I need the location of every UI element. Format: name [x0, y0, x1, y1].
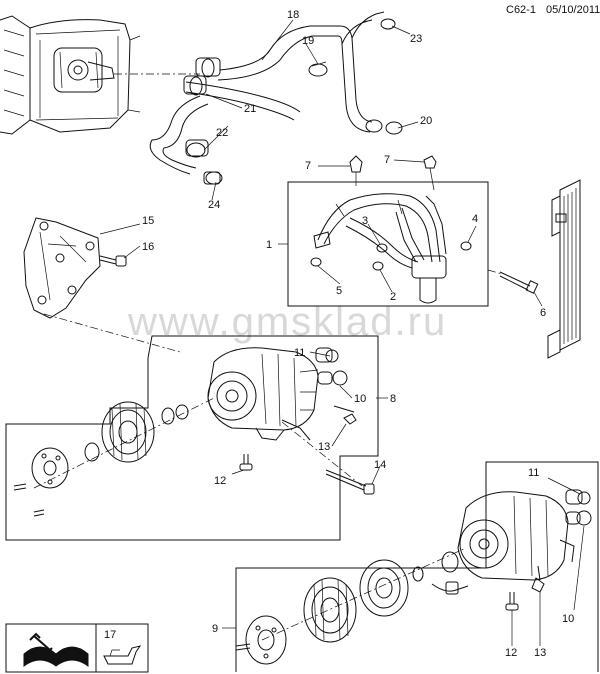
seal-4	[460, 241, 472, 251]
heater-hose-assembly	[149, 11, 385, 185]
callout-22: 22	[216, 127, 228, 139]
oil-can-icon	[103, 645, 142, 665]
callout-18: 18	[287, 9, 299, 21]
callout-10a: 10	[354, 393, 366, 405]
callout-21: 21	[244, 103, 256, 115]
diagram-date: 05/10/2011	[546, 4, 600, 16]
callout-19: 19	[302, 35, 314, 47]
hvac-module-housing	[0, 15, 141, 135]
callout-7b: 7	[384, 154, 390, 166]
seal-2	[372, 261, 384, 271]
clutch-assembly-lower	[235, 551, 469, 665]
callout-15: 15	[142, 215, 154, 227]
callout-9: 9	[212, 623, 218, 635]
callout-1: 1	[266, 239, 272, 251]
callout-14: 14	[374, 459, 386, 471]
seal-11a	[325, 349, 339, 363]
seal-10b	[576, 510, 592, 526]
bolt-7a	[349, 155, 363, 173]
book-wrench-icon	[23, 632, 89, 667]
clamp-24	[205, 171, 223, 185]
seal-5	[310, 257, 322, 267]
bolt-14	[325, 469, 375, 495]
callout-10b: 10	[562, 613, 574, 625]
callout-7a: 7	[305, 160, 311, 172]
callout-6: 6	[540, 307, 546, 319]
callout-4: 4	[472, 213, 478, 225]
hose-clamps	[186, 18, 403, 185]
bolt-12b	[505, 592, 519, 611]
compressor-lower	[457, 489, 592, 581]
seal-10a	[332, 370, 348, 386]
callout-2: 2	[390, 291, 396, 303]
pulley-lower	[303, 577, 357, 643]
callout-24: 24	[208, 199, 220, 211]
clutch-plate-lower	[245, 615, 287, 665]
compressor-upper	[207, 347, 348, 441]
bolt-16	[99, 255, 127, 267]
callout-17: 17	[104, 629, 116, 641]
clamp-20	[385, 121, 403, 135]
clamp-19	[308, 63, 328, 77]
bolt-6	[499, 271, 531, 291]
callout-labels: 18 19 23 20 21 22 24 7 7 1 3 4 5 2 6 15 …	[104, 9, 574, 659]
compressor-bracket	[23, 217, 101, 319]
condenser	[547, 179, 581, 359]
seal-11b	[577, 491, 591, 505]
ac-line-assembly	[310, 193, 472, 304]
callout-12a: 12	[214, 475, 226, 487]
legend-box	[5, 623, 149, 673]
clamp-22	[186, 142, 206, 158]
callout-11b: 11	[528, 467, 539, 479]
callout-5: 5	[336, 285, 342, 297]
clutch-plate-upper	[31, 447, 69, 489]
clutch-assembly-upper	[13, 401, 189, 517]
callout-23: 23	[410, 33, 422, 45]
callout-16: 16	[142, 241, 154, 253]
compressor-group-frame	[5, 335, 379, 541]
pulley-upper	[101, 401, 155, 463]
callout-13a: 13	[318, 441, 330, 453]
callout-12b: 12	[505, 647, 517, 659]
callout-11a: 11	[294, 347, 305, 359]
seal-3	[376, 243, 388, 253]
leader-lines	[99, 19, 585, 646]
callout-3: 3	[362, 215, 368, 227]
coil-lower	[359, 559, 409, 617]
clamp-23	[380, 18, 396, 30]
bolt-12a	[239, 454, 253, 471]
snap-ring-upper	[161, 407, 175, 425]
callout-20: 20	[420, 115, 432, 127]
compressor-lower-frame	[235, 461, 599, 672]
ac-line-group-frame	[287, 181, 489, 307]
diagram-code: C62-1	[506, 4, 536, 16]
callout-13b: 13	[534, 647, 546, 659]
bolt-7b	[423, 155, 437, 169]
bolt-13a	[333, 405, 357, 425]
callout-8: 8	[390, 393, 396, 405]
